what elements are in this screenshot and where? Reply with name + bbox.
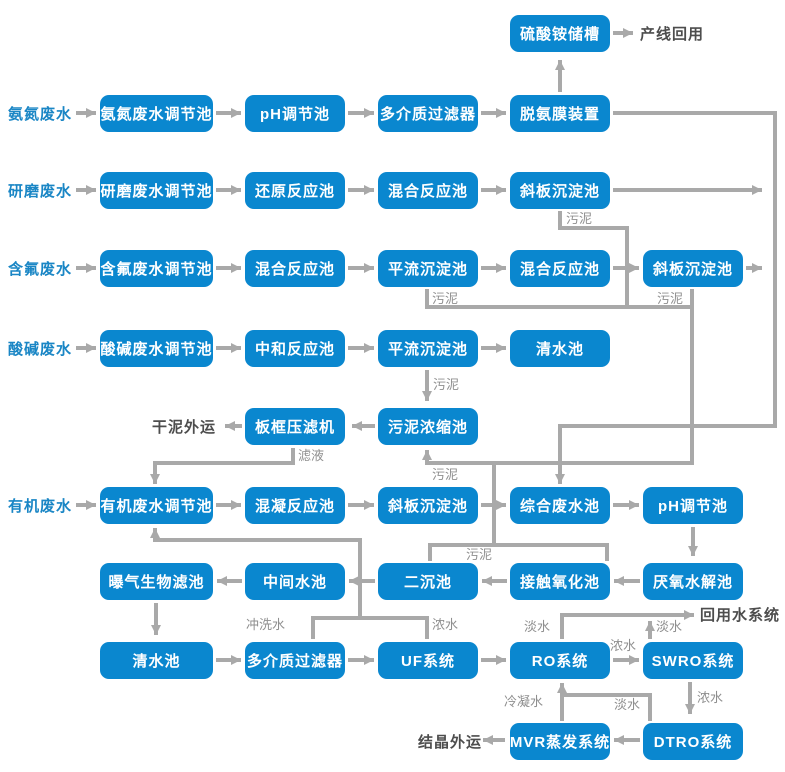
permeate-label-3: 淡水 [614,697,641,712]
filter-press: 板框压滤机 [245,408,345,445]
acid-alkali-wastewater-source: 酸碱废水 [8,341,73,358]
condensate-label: 冷凝水 [504,694,544,709]
clean-water-tank-1: 清水池 [510,330,610,367]
backwash-label: 冲洗水 [246,617,286,632]
production-line-reuse-label: 产线回用 [640,26,705,43]
sludge-label-6: 污泥 [466,547,493,562]
grinding-wastewater-regulating-tank: 研磨废水调节池 [100,172,213,209]
mixing-reaction-tank-2: 混合反应池 [245,250,345,287]
inclined-plate-settler-3: 斜板沉淀池 [378,487,478,524]
horizontal-flow-settler-2: 平流沉淀池 [378,330,478,367]
ro-system: RO系统 [510,642,610,679]
sludge-thickener: 污泥浓缩池 [378,408,478,445]
fluoride-wastewater-regulating-tank: 含氟废水调节池 [100,250,213,287]
anaerobic-hydrolysis-tank: 厌氧水解池 [643,563,743,600]
biological-aerated-filter: 曝气生物滤池 [100,563,213,600]
mvr-evaporation-system: MVR蒸发系统 [510,723,610,760]
organic-wastewater-regulating-tank: 有机废水调节池 [100,487,213,524]
ammonia-wastewater-regulating-tank: 氨氮废水调节池 [100,95,213,132]
sludge-label-1: 污泥 [566,211,593,226]
intermediate-water-tank: 中间水池 [245,563,345,600]
mixing-reaction-tank-1: 混合反应池 [378,172,478,209]
permeate-label-2: 淡水 [656,619,683,634]
permeate-label-1: 淡水 [524,619,551,634]
fluoride-wastewater-source: 含氟废水 [8,261,73,278]
inclined-plate-settler-1: 斜板沉淀池 [510,172,610,209]
filtrate-label: 滤液 [298,448,325,463]
reduction-reaction-tank: 还原反应池 [245,172,345,209]
ph-adjustment-tank-2: pH调节池 [643,487,743,524]
concentrate-label-2: 浓水 [610,638,637,653]
concentrate-label-3: 浓水 [697,690,724,705]
dtro-system: DTRO系统 [643,723,743,760]
combined-wastewater-tank: 综合废水池 [510,487,610,524]
sludge-label-5: 污泥 [432,467,459,482]
acid-alkali-wastewater-regulating-tank: 酸碱废水调节池 [100,330,213,367]
mixing-reaction-tank-3: 混合反应池 [510,250,610,287]
ammonia-removal-membrane-unit: 脱氨膜装置 [510,95,610,132]
clean-water-tank-2: 清水池 [100,642,213,679]
sludge-label-3: 污泥 [657,291,684,306]
contact-oxidation-tank: 接触氧化池 [510,563,610,600]
concentrate-label-1: 浓水 [432,617,459,632]
reuse-water-system-label: 回用水系统 [700,607,781,624]
neutralization-reaction-tank: 中和反应池 [245,330,345,367]
horizontal-flow-settler-1: 平流沉淀池 [378,250,478,287]
multimedia-filter-1: 多介质过滤器 [378,95,478,132]
ammonium-sulfate-storage-tank: 硫酸铵储槽 [510,15,610,52]
sludge-label-2: 污泥 [432,291,459,306]
swro-system: SWRO系统 [643,642,743,679]
sludge-label-4: 污泥 [433,377,460,392]
secondary-settler: 二沉池 [378,563,478,600]
grinding-wastewater-source: 研磨废水 [8,183,73,200]
uf-system: UF系统 [378,642,478,679]
ph-adjustment-tank-1: pH调节池 [245,95,345,132]
coagulation-reaction-tank: 混凝反应池 [245,487,345,524]
organic-wastewater-source: 有机废水 [8,498,73,515]
inclined-plate-settler-2: 斜板沉淀池 [643,250,743,287]
dry-sludge-disposal-label: 干泥外运 [152,419,217,436]
multimedia-filter-2: 多介质过滤器 [245,642,345,679]
ammonia-wastewater-source: 氨氮废水 [8,106,73,123]
crystal-disposal-label: 结晶外运 [418,734,483,751]
